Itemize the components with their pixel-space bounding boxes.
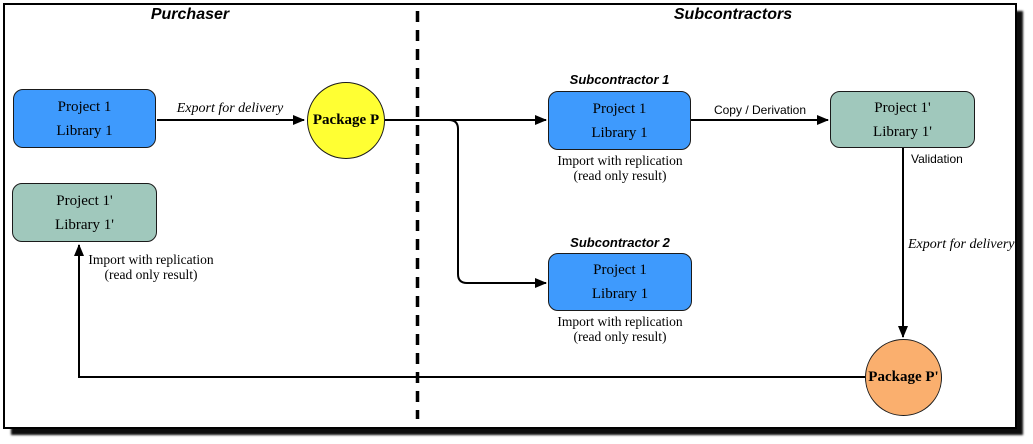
- node-package-p-prime: Package P': [865, 339, 942, 416]
- node-package-p: Package P: [307, 82, 385, 159]
- node-line: Project 1: [592, 100, 647, 117]
- node-purchaser-project: Project 1 Library 1: [13, 89, 156, 148]
- node-sub2-project: Project 1 Library 1: [548, 253, 692, 311]
- node-line: Project 1: [57, 98, 112, 115]
- node-label: Package P: [312, 112, 380, 128]
- import-note-sub1: Import with replication (read only resul…: [557, 153, 683, 183]
- node-line: Project 1': [874, 99, 931, 116]
- subcontractor2-label: Subcontractor 2: [570, 235, 670, 250]
- node-line: Library 1: [591, 286, 649, 302]
- node-line: Library 1': [873, 123, 932, 140]
- node-line: Library 1: [56, 122, 113, 139]
- node-line: Project 1: [593, 262, 647, 278]
- export-for-delivery-label-2: Export for delivery: [908, 237, 1015, 252]
- node-sub1-project: Project 1 Library 1: [548, 91, 691, 150]
- copy-derivation-label: Copy / Derivation: [713, 103, 807, 117]
- subcontractor1-label: Subcontractor 1: [569, 72, 670, 87]
- export-for-delivery-label-1: Export for delivery: [176, 101, 284, 116]
- import-note-purchaser: Import with replication (read only resul…: [88, 252, 214, 282]
- node-sub1-result: Project 1' Library 1': [830, 91, 975, 148]
- validation-label: Validation: [911, 152, 963, 166]
- node-label: Package P': [868, 369, 939, 385]
- import-note-sub2: Import with replication (read only resul…: [557, 314, 683, 344]
- subcontractors-title: Subcontractors: [673, 6, 793, 23]
- node-line: Library 1': [55, 216, 114, 233]
- node-purchaser-result: Project 1' Library 1': [12, 183, 157, 242]
- node-line: Project 1': [56, 192, 113, 209]
- purchaser-title: Purchaser: [150, 6, 230, 23]
- node-line: Library 1: [591, 124, 648, 141]
